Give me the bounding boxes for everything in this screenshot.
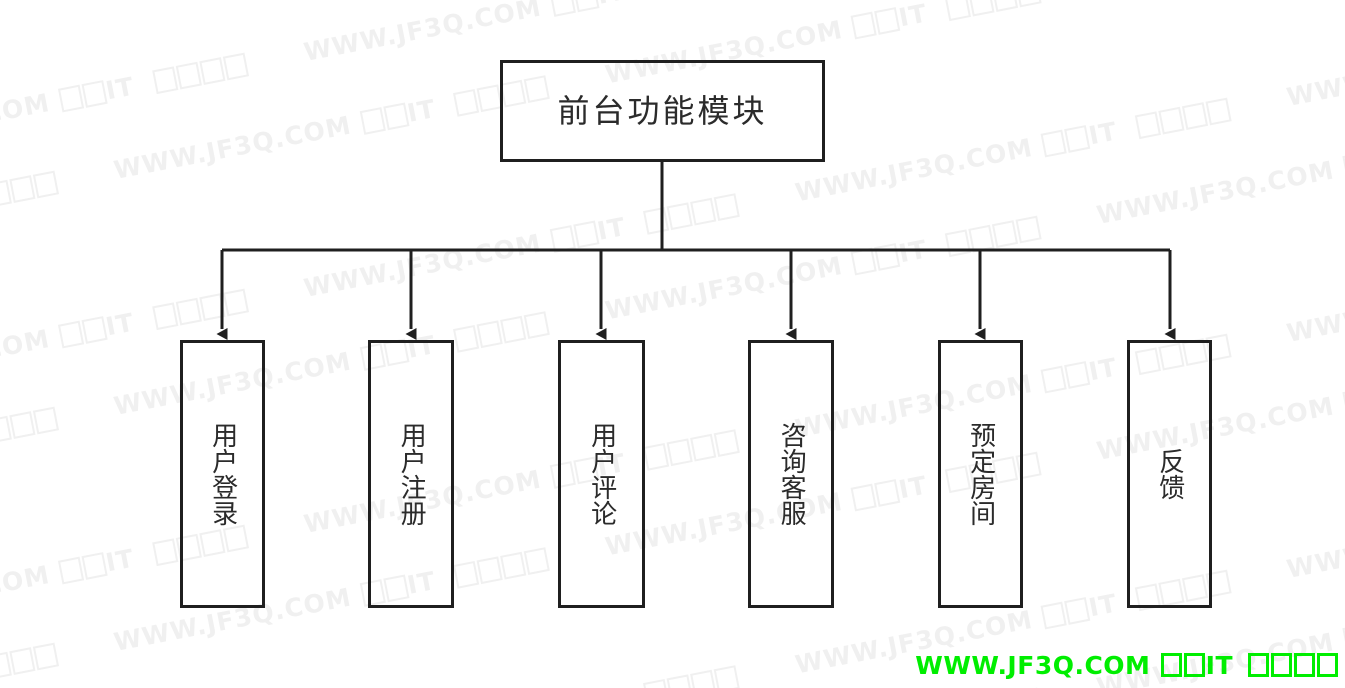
glyph-box: [1271, 653, 1292, 677]
node-leaf[interactable]: 用户注册: [368, 340, 454, 608]
node-leaf-label: 用户注册: [396, 422, 427, 526]
glyph-box: [1317, 653, 1338, 677]
node-leaf[interactable]: 咨询客服: [748, 340, 834, 608]
node-root[interactable]: 前台功能模块: [500, 60, 825, 162]
glyph-box: [1183, 653, 1205, 677]
node-root-label: 前台功能模块: [557, 92, 768, 130]
node-leaf-label: 反馈: [1154, 448, 1185, 500]
node-leaf-label: 预定房间: [965, 422, 996, 526]
glyph-box: [1160, 653, 1182, 677]
node-leaf[interactable]: 预定房间: [938, 340, 1023, 608]
node-leaf[interactable]: 用户评论: [558, 340, 645, 608]
node-leaf[interactable]: 反馈: [1127, 340, 1212, 608]
node-leaf-label: 用户登录: [207, 422, 238, 526]
glyph-box: [1248, 653, 1269, 677]
node-leaf-label: 用户评论: [586, 422, 617, 526]
footer-watermark: WWW.JF3Q.COM IT: [915, 651, 1339, 680]
node-leaf-label: 咨询客服: [776, 422, 807, 526]
glyph-box: [1294, 653, 1315, 677]
node-leaf[interactable]: 用户登录: [180, 340, 265, 608]
